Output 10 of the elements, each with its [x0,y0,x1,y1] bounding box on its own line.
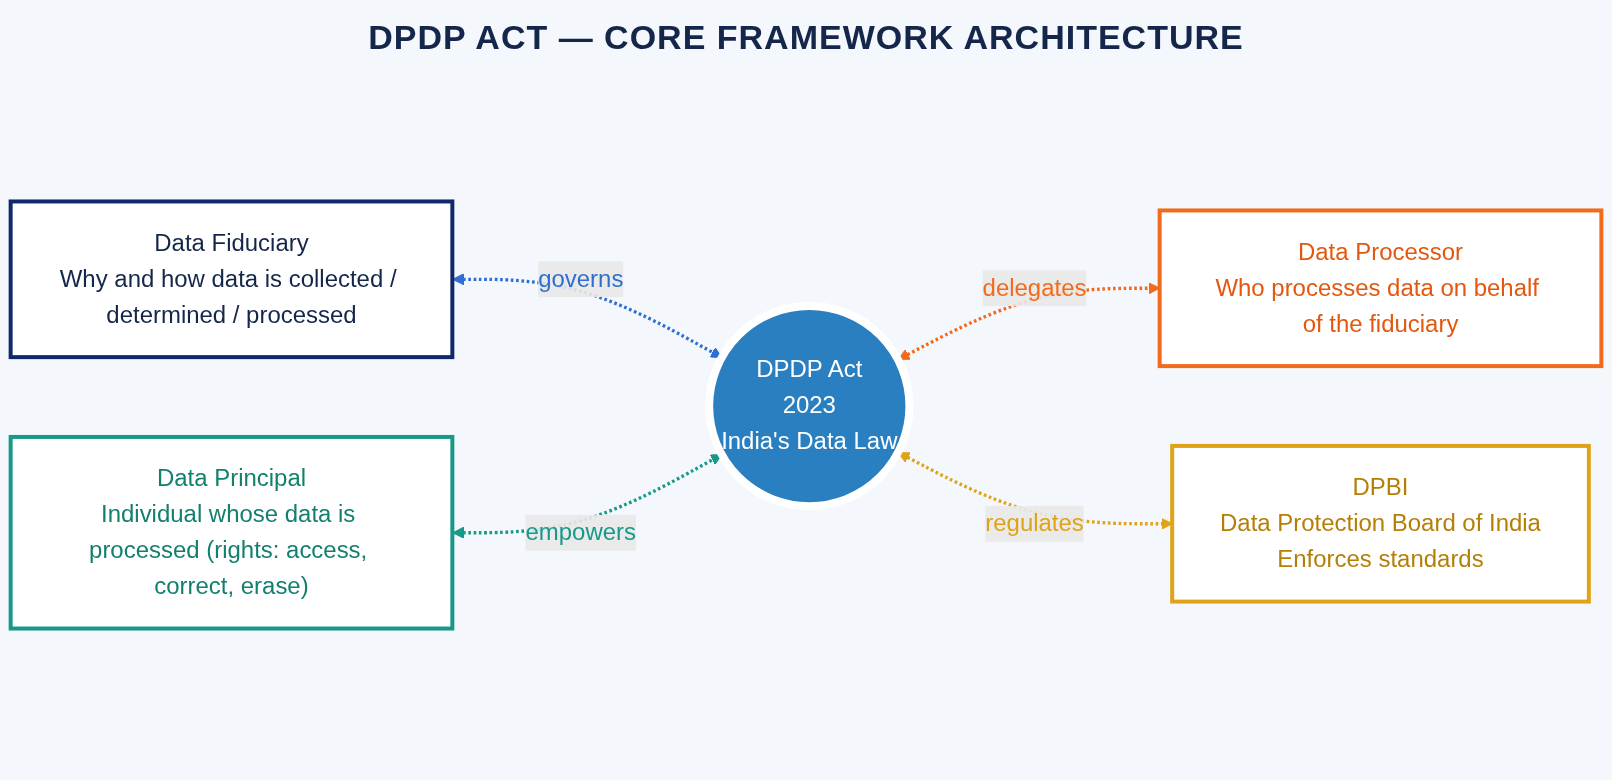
node-box: Data Processor Who processes data on behalf of the fiduciary [1157,208,1604,369]
node-box: Data Principal Individual whose data is processed (rights: access, correct, erase) [8,434,455,631]
edge-label: governs [538,265,624,292]
edge-label: empowers [525,518,636,546]
node-box: DPBI Data Protection Board of India Enforces standards [1170,443,1591,604]
node-circle: DPDP Act 2023 India's Data Law [705,301,914,511]
diagram-title: DPDP ACT — CORE FRAMEWORK ARCHITECTURE [367,17,1245,58]
edge-label: regulates [985,509,1084,537]
edge-label: delegates [982,274,1087,301]
node-box: Data Fiduciary Why and how data is collected / determined / processed [8,199,455,360]
